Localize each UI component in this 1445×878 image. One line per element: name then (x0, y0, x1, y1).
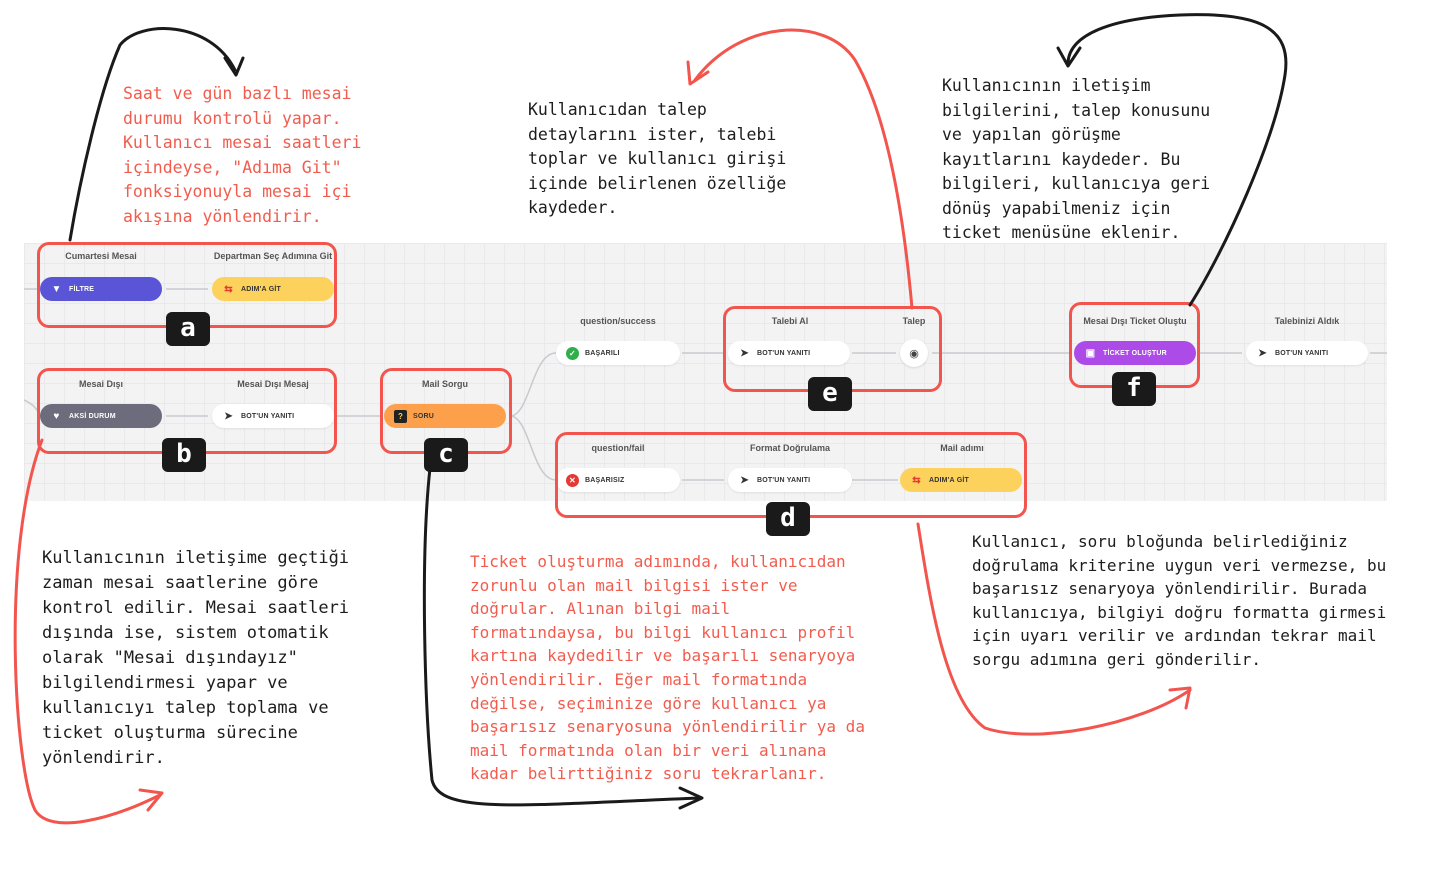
else-block[interactable]: ♥AKSİ DURUM (40, 404, 162, 428)
arrowhead-e (686, 60, 710, 86)
x-circle-icon: ✕ (566, 473, 579, 487)
step-title-talep: Talep (902, 316, 926, 326)
connector-soru-basarili (509, 352, 557, 417)
badge-d: d (766, 502, 810, 536)
question-box-icon: ? (394, 409, 407, 423)
goto-step-block-d[interactable]: ⇆ADIM'A GİT (900, 468, 1022, 492)
check-circle-icon: ✓ (566, 346, 579, 360)
create-ticket-block[interactable]: ▣TİCKET OLUŞTUR (1074, 341, 1196, 365)
goto-step-block-a[interactable]: ⇆ADIM'A GİT (212, 277, 334, 301)
step-title-talebinizi-aldik: Talebinizi Aldık (1274, 316, 1340, 326)
step-title-mesai-disi: Mesai Dışı (78, 379, 124, 389)
send-icon: ➤ (1258, 347, 1267, 359)
note-e: Kullanıcıdan talep detaylarını ister, ta… (528, 100, 787, 217)
note-c: Ticket oluşturma adımında, kullanıcıdan … (470, 552, 865, 784)
badge-e: e (808, 377, 852, 411)
step-title-question-fail: question/fail (591, 443, 645, 453)
broken-heart-icon: ♥ (53, 410, 60, 422)
arrow-d (916, 522, 1192, 736)
note-a: Saat ve gün bazlı mesai durumu kontrolü … (123, 84, 362, 226)
filter-block[interactable]: ▼FİLTRE (40, 277, 162, 301)
step-title-mail-sorgu: Mail Sorgu (421, 379, 468, 389)
note-f: Kullanıcının iletişim bilgilerini, talep… (942, 76, 1211, 242)
send-icon: ➤ (224, 410, 233, 422)
bot-reply-block-e[interactable]: ➤BOT'UN YANITI (728, 341, 850, 365)
ticket-icon: ▣ (1085, 347, 1096, 359)
step-title-ticket-olustu: Mesai Dışı Ticket Oluştu (1083, 316, 1187, 326)
success-block[interactable]: ✓BAŞARILI (556, 341, 680, 365)
step-title-mesai-disi-mesaj: Mesai Dışı Mesaj (237, 379, 309, 389)
voice-icon[interactable]: ◉ (900, 339, 928, 367)
fail-block[interactable]: ✕BAŞARISIZ (556, 468, 680, 492)
question-block[interactable]: ?SORU (384, 404, 506, 428)
step-title-format-dogrulama: Format Doğrulama (749, 443, 830, 453)
arrowhead-d (1168, 686, 1192, 710)
arrow-c (422, 466, 702, 807)
badge-a: a (166, 312, 210, 346)
arrow-e (693, 28, 914, 310)
step-title-question-success: question/success (580, 316, 656, 326)
send-icon: ➤ (740, 347, 749, 359)
arrowhead-a (223, 56, 245, 77)
bot-reply-block-f[interactable]: ➤BOT'UN YANITI (1246, 341, 1368, 365)
swap-arrows-icon: ⇆ (912, 474, 921, 486)
step-title-mail-adimi: Mail adımı (940, 443, 984, 453)
arrowhead-c (678, 786, 704, 810)
step-title-talebi-al: Talebi Al (771, 316, 809, 326)
badge-b: b (162, 438, 206, 472)
swap-arrows-icon: ⇆ (224, 283, 233, 295)
arrow-b (13, 438, 162, 825)
note-d: Kullanıcı, soru bloğunda belirlediğiniz … (972, 532, 1387, 669)
note-b: Kullanıcının iletişime geçtiği zaman mes… (42, 548, 350, 768)
funnel-icon: ▼ (51, 283, 62, 295)
step-title-departman: Departman Seç Adımına Git (213, 251, 333, 261)
arrowhead-b (138, 788, 164, 812)
connector-soru-basarisiz (509, 415, 557, 481)
arrow-a (68, 27, 237, 242)
bot-reply-block-b[interactable]: ➤BOT'UN YANITI (212, 404, 334, 428)
arrow-f (1066, 13, 1288, 307)
send-icon: ➤ (740, 474, 749, 486)
step-title-cumartesi-mesai: Cumartesi Mesai (65, 251, 137, 261)
badge-c: c (424, 438, 468, 472)
arrowhead-f (1056, 46, 1082, 68)
badge-f: f (1112, 372, 1156, 406)
bot-reply-block-format[interactable]: ➤BOT'UN YANITI (728, 468, 852, 492)
